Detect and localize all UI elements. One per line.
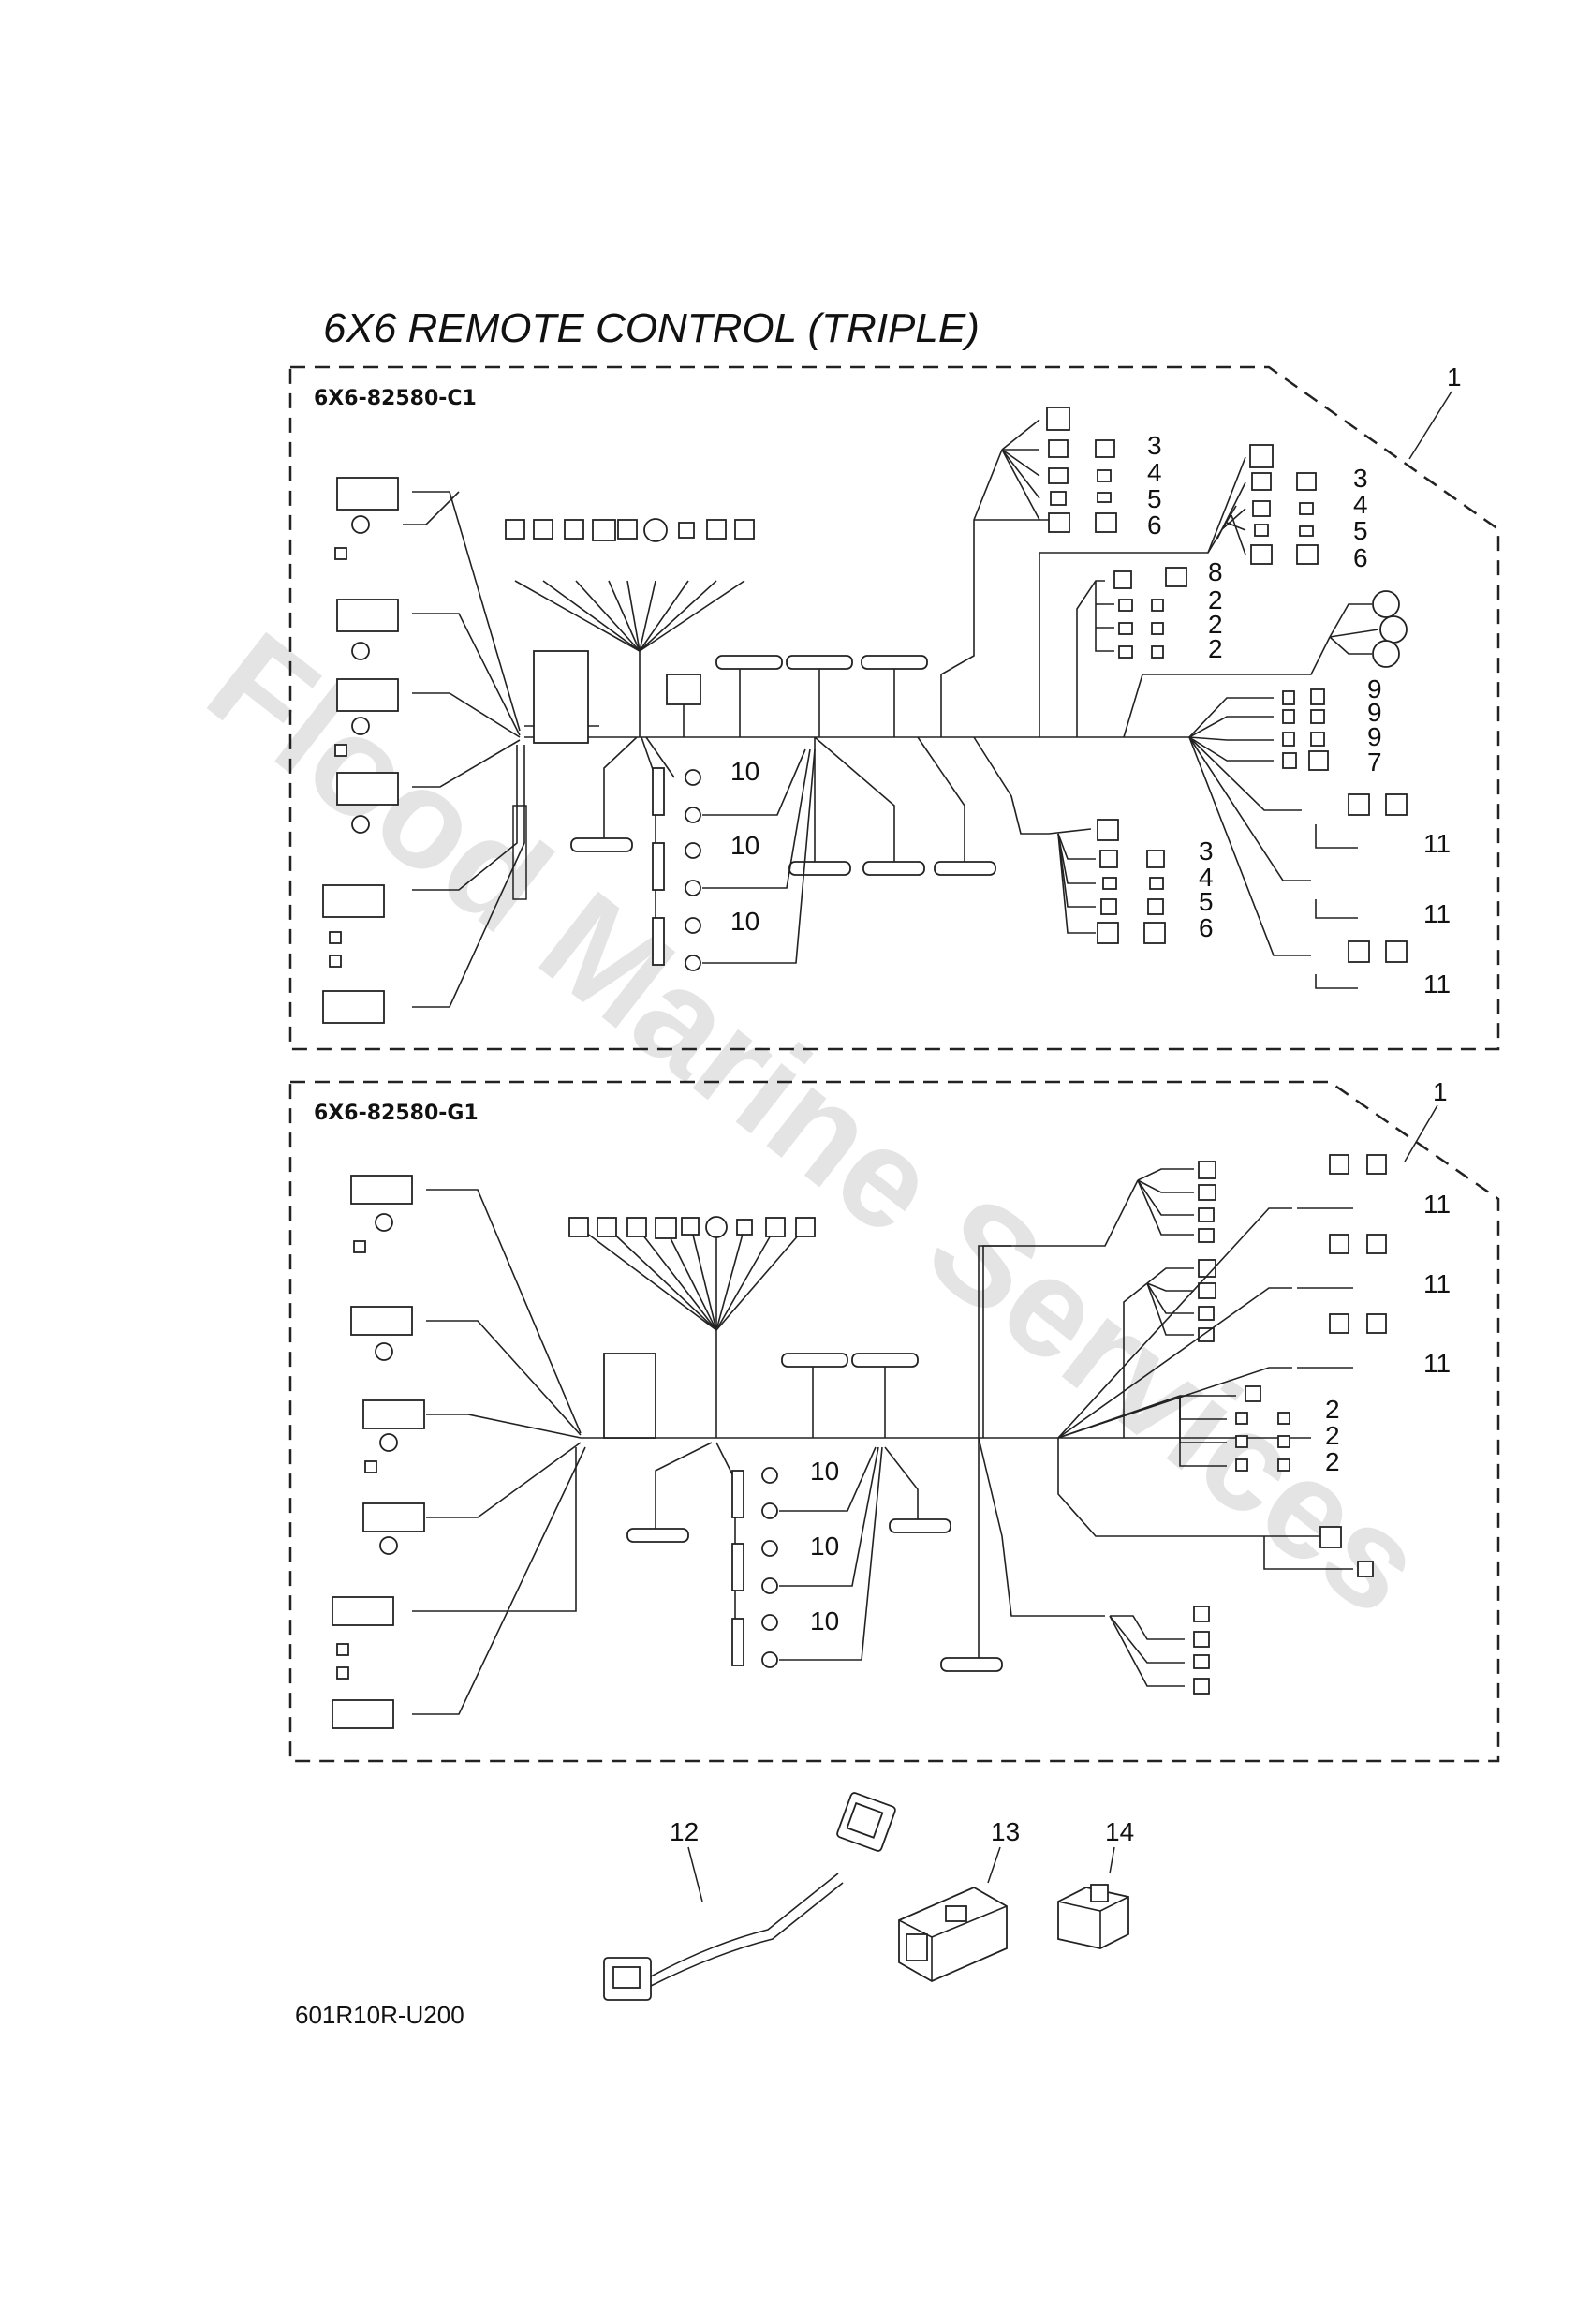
callout: 4 (1353, 490, 1368, 519)
callout: 10 (810, 1532, 839, 1561)
fan-top-g1 (568, 1216, 816, 1438)
callout: 2 (1208, 634, 1223, 663)
callout: 5 (1353, 516, 1368, 545)
accessory-12: 12 (603, 1792, 896, 2001)
panel-g1: 6X6-82580-G1 1 (288, 1077, 1500, 1763)
callout: 10 (810, 1606, 839, 1636)
callouts-g1: 11 11 11 2 2 2 10 10 10 (810, 1190, 1451, 1636)
panel-c1-border (288, 365, 1500, 1051)
accessory-14-ref: 14 (1105, 1817, 1134, 1846)
callout: 11 (1423, 899, 1451, 928)
callout: 3 (1353, 464, 1368, 493)
fan-top-c1 (514, 580, 745, 737)
connector-coupler-icon (898, 1886, 1008, 1983)
diagram-code: 601R10R-U200 (295, 2001, 464, 2029)
right-far-c1 (1039, 444, 1408, 738)
callout: 7 (1367, 748, 1382, 777)
panel-g1-part-code: 6X6-82580-G1 (314, 1102, 479, 1125)
switch-box-c1 (533, 650, 589, 744)
switch-box-g1 (603, 1353, 656, 1439)
callout: 4 (1199, 863, 1214, 892)
sensor-group-c1 (641, 736, 816, 971)
right-top-g1 (982, 1161, 1216, 1438)
accessory-14: 14 (1057, 1817, 1134, 1949)
callout: 8 (1208, 557, 1223, 586)
panel-g1-border (288, 1080, 1500, 1763)
callout: 6 (1199, 913, 1214, 942)
panel-c1: 6X6-82580-C1 1 (288, 363, 1500, 1051)
callout: 11 (1423, 970, 1451, 999)
callout: 10 (730, 831, 759, 860)
right-far-g1 (1057, 1154, 1387, 1577)
right-lower-c1 (1188, 688, 1408, 989)
page-title: 6X6 REMOTE CONTROL (TRIPLE) (323, 305, 980, 351)
right-top-c1 (940, 407, 1117, 737)
accessory-12-ref: 12 (670, 1817, 699, 1846)
mid-lower-g1 (978, 1437, 1210, 1695)
callout: 10 (730, 757, 759, 786)
callout: 6 (1147, 511, 1162, 540)
callout: 11 (1423, 829, 1451, 858)
callout: 9 (1367, 698, 1382, 727)
panel-g1-ref: 1 (1433, 1077, 1448, 1106)
callout: 10 (730, 907, 759, 936)
callout: 3 (1199, 836, 1214, 866)
callout: 5 (1199, 887, 1214, 916)
callout: 2 (1325, 1421, 1340, 1450)
small-connector-cap-icon (1057, 1884, 1129, 1949)
callout: 9 (1367, 722, 1382, 751)
callout: 2 (1325, 1395, 1340, 1424)
callout: 2 (1208, 610, 1223, 639)
callout: 5 (1147, 484, 1162, 513)
callout: 4 (1147, 458, 1162, 487)
accessory-13-ref: 13 (991, 1817, 1020, 1846)
mid-lower-c1 (973, 736, 1166, 944)
callout: 3 (1147, 431, 1162, 460)
callout: 11 (1423, 1190, 1451, 1219)
left-connectors-c1 (322, 477, 399, 1024)
callout: 2 (1208, 585, 1223, 614)
top-connectors-c1 (505, 518, 755, 542)
sensor-group-g1 (715, 1442, 883, 1668)
callouts-c1: 3 4 5 6 3 4 5 6 8 2 2 2 9 9 9 7 10 10 10… (730, 431, 1451, 999)
left-connectors-g1 (332, 1175, 425, 1729)
panel-c1-part-code: 6X6-82580-C1 (314, 387, 477, 410)
callout: 2 (1325, 1447, 1340, 1476)
panel-c1-ref: 1 (1447, 363, 1462, 392)
callout: 9 (1367, 674, 1382, 703)
callout: 6 (1353, 543, 1368, 572)
callout: 11 (1423, 1269, 1451, 1298)
callout: 11 (1423, 1349, 1451, 1378)
accessory-13: 13 (898, 1817, 1020, 1983)
center-connectors-c1 (570, 655, 996, 876)
callout: 10 (810, 1457, 839, 1486)
extension-harness-icon (603, 1792, 896, 2001)
